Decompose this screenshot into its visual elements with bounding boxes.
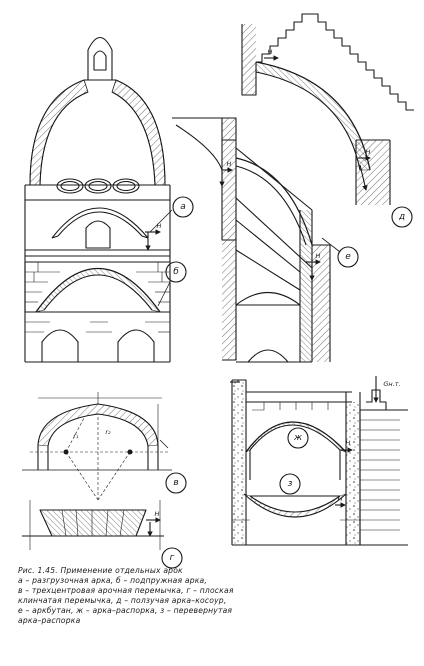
force-label-h-jack-arch: Н [155,510,160,518]
flying-buttress-section [172,117,331,363]
flat-jack-arch [22,500,164,550]
raking-arch-section [241,13,414,205]
label-g: г [170,553,175,563]
building-section [24,36,171,363]
label-z: з [288,479,293,489]
force-label-h-relieving: Н [157,222,162,230]
force-label-h-strut-arch: Н [346,439,351,447]
radius-label-r1: r₁ [73,432,79,440]
label-d: д [398,212,405,222]
label-b: б [173,267,179,277]
label-circle-zh [287,427,309,449]
label-a: а [180,202,186,212]
load-label-gnt: Gн.т. [383,380,400,388]
caption-line: е – аркбутан, ж – арка–распорка, з – пер… [18,606,233,615]
radius-label-r2: r₂ [105,428,111,436]
caption-line: а – разгрузочная арка, б – подпружная ар… [18,576,208,585]
caption-line: арка–распорка [18,616,81,625]
label-v: в [173,478,178,488]
force-label-h-stringer-top: Н [268,48,273,56]
label-circle-v [165,472,187,494]
force-label-h-stringer-bottom: Н [366,148,371,156]
caption-line: клинчатая перемычка, д – ползучая арка–к… [18,596,227,605]
label-circle-g [161,547,183,569]
label-e: е [345,252,351,262]
caption-title: Рис. 1.45. Применение отдельных арок [18,566,183,575]
figure-caption: Рис. 1.45. Применение отдельных арок а –… [18,566,414,626]
label-circle-b [165,261,187,283]
force-label-h-inverted-arch: Н [338,495,343,503]
label-circle-z [279,473,301,495]
force-label-h-buttress-top: Н [227,160,232,168]
three-centered-lintel [22,392,172,501]
caption-line: в – трехцентровая арочная перемычка, г –… [18,586,234,595]
label-circle-d [391,206,413,228]
label-circle-e [337,246,359,268]
force-label-h-buttress-bottom: Н [316,252,321,260]
label-zh: ж [293,433,303,443]
label-circle-a [172,196,194,218]
strut-arch-section [230,376,408,546]
